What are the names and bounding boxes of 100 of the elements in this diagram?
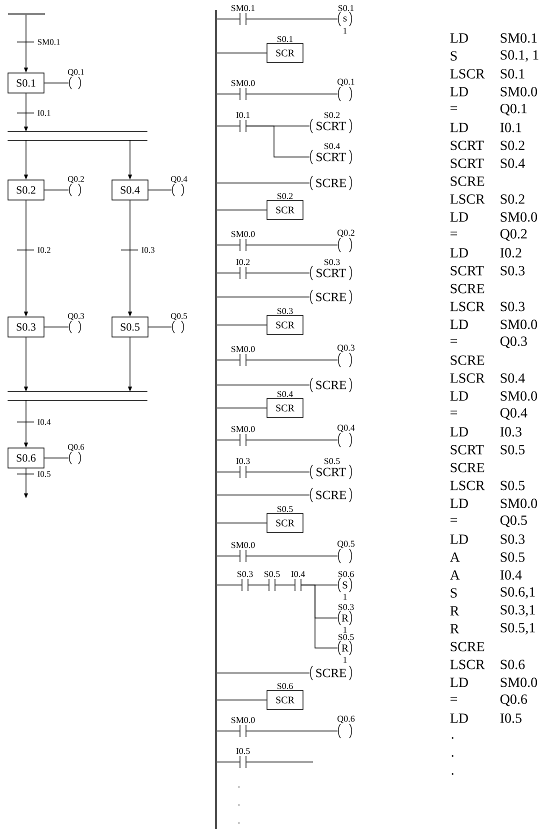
instruction-mnemonic: SCRT	[450, 158, 484, 168]
instruction-operand: S0.3	[500, 266, 525, 276]
instruction-operand: I0.4	[500, 570, 522, 580]
contact-label: SM0.0	[231, 231, 255, 238]
instruction-operand: S0.1, 1	[500, 50, 538, 62]
scr-box: SCR	[266, 398, 304, 418]
contact-label: I0.1	[236, 112, 250, 118]
instruction-operand: S0.6	[500, 660, 525, 670]
instruction-operand: I0.5	[500, 713, 522, 723]
instruction-operand: SM0.0	[500, 498, 538, 508]
wire	[301, 584, 338, 648]
instruction-mnemonic: LD	[450, 498, 468, 508]
instruction-operand: Q0.2	[500, 229, 527, 241]
instruction-mnemonic: S	[450, 51, 457, 61]
instruction-operand: S0.4	[500, 158, 525, 168]
instruction-operand: I0.1	[500, 122, 522, 132]
instruction-mnemonic: SCRE	[450, 284, 484, 294]
instruction-operand: S0.3	[500, 302, 525, 312]
coil-label: S0.6	[338, 571, 354, 578]
scr-label: S0.4	[277, 391, 293, 398]
instruction-operand: SM0.0	[500, 678, 538, 688]
instruction-operand: S0.5,1	[500, 622, 535, 634]
scr-box: SCR	[266, 200, 304, 220]
instruction-operand: SM0.0	[500, 320, 538, 330]
coil-label: Q0.3	[68, 313, 84, 320]
ellipsis-dot: .	[452, 737, 454, 739]
coil-label: Q0.1	[68, 69, 84, 76]
wire	[216, 182, 310, 184]
instruction-mnemonic: LSCR	[450, 373, 485, 383]
instruction-operand: S0.3	[500, 534, 525, 544]
contact-label: SM0.0	[231, 80, 255, 86]
instruction-mnemonic: LD	[450, 122, 468, 132]
instruction-operand: Q0.4	[500, 408, 528, 420]
scr-label: S0.2	[277, 193, 293, 200]
instruction-operand: SM0.0	[500, 391, 538, 401]
transition-label: I0.3	[142, 247, 154, 253]
instruction-operand: S0.6,1	[500, 587, 535, 599]
instruction-operand: SM0.0	[500, 86, 538, 96]
ellipsis-dot: .	[238, 786, 240, 788]
wire	[216, 244, 240, 246]
instruction-operand: S0.3,1	[500, 605, 535, 617]
wire	[216, 522, 267, 524]
instruction-mnemonic: =	[450, 697, 458, 701]
instruction-mnemonic: LSCR	[450, 194, 485, 204]
instruction-mnemonic: =	[450, 339, 458, 343]
contact-label: S0.3	[237, 571, 253, 578]
scr-label: S0.1	[277, 36, 293, 42]
connector-line	[148, 326, 172, 328]
coil-label: S0.2	[324, 112, 340, 118]
scr-box: SCR	[266, 315, 304, 335]
instruction-operand: Q0.5	[500, 516, 527, 528]
double-bar	[7, 391, 148, 401]
instruction-operand: S0.5	[500, 480, 525, 490]
wire	[246, 18, 338, 20]
double-bar	[7, 131, 148, 141]
instruction-mnemonic: S	[450, 588, 457, 598]
wire	[246, 244, 338, 246]
step-box: S0.4	[112, 180, 148, 200]
wire	[216, 730, 240, 732]
contact-label: I0.2	[236, 259, 250, 266]
instruction-mnemonic: LD	[450, 212, 468, 222]
instruction-mnemonic: SCRT	[450, 266, 484, 276]
contact-label: I0.3	[236, 458, 250, 464]
instruction-mnemonic: R	[450, 624, 460, 634]
contact-label: SM0.0	[231, 542, 255, 548]
coil-count: 1	[344, 626, 347, 633]
instruction-operand: Q0.6	[500, 694, 528, 706]
instruction-mnemonic: LD	[450, 320, 468, 329]
coil-label: Q0.1	[338, 78, 354, 86]
instruction-mnemonic: LD	[450, 33, 468, 43]
instruction-mnemonic: LSCR	[450, 69, 485, 79]
coil-label: Q0.2	[338, 230, 354, 238]
scr-label: S0.5	[277, 506, 293, 512]
step-box: S0.3	[8, 316, 44, 338]
coil-count: 1	[344, 28, 347, 34]
instruction-operand: Q0.3	[500, 336, 527, 348]
connector-line	[44, 326, 69, 328]
ellipsis-dot: .	[238, 804, 240, 806]
transition-label: I0.1	[38, 110, 50, 116]
contact-label: SM0.1	[231, 5, 255, 12]
contact-label: SM0.0	[231, 426, 255, 432]
contact-label: I0.4	[291, 571, 305, 578]
wire	[216, 584, 242, 586]
ellipsis-dot: .	[452, 773, 454, 775]
instruction-operand: Q0.1	[500, 104, 527, 116]
instruction-operand: S0.4	[500, 373, 525, 383]
instruction-mnemonic: LSCR	[450, 660, 485, 670]
transition-label: SM0.1	[38, 39, 60, 45]
instruction-mnemonic: =	[450, 232, 458, 236]
instruction-mnemonic: LD	[450, 427, 468, 436]
coil-count: 1	[344, 656, 347, 663]
coil-label: Q0.2	[68, 176, 84, 184]
contact-label: S0.5	[264, 571, 280, 578]
instruction-mnemonic: =	[450, 518, 458, 522]
wire	[216, 18, 240, 20]
instruction-operand: S0.2	[500, 194, 524, 204]
instruction-mnemonic: SCRE	[450, 642, 484, 652]
instruction-operand: S0.1	[500, 69, 524, 79]
contact-label: SM0.0	[231, 346, 255, 352]
instruction-operand: S0.5	[500, 444, 525, 454]
